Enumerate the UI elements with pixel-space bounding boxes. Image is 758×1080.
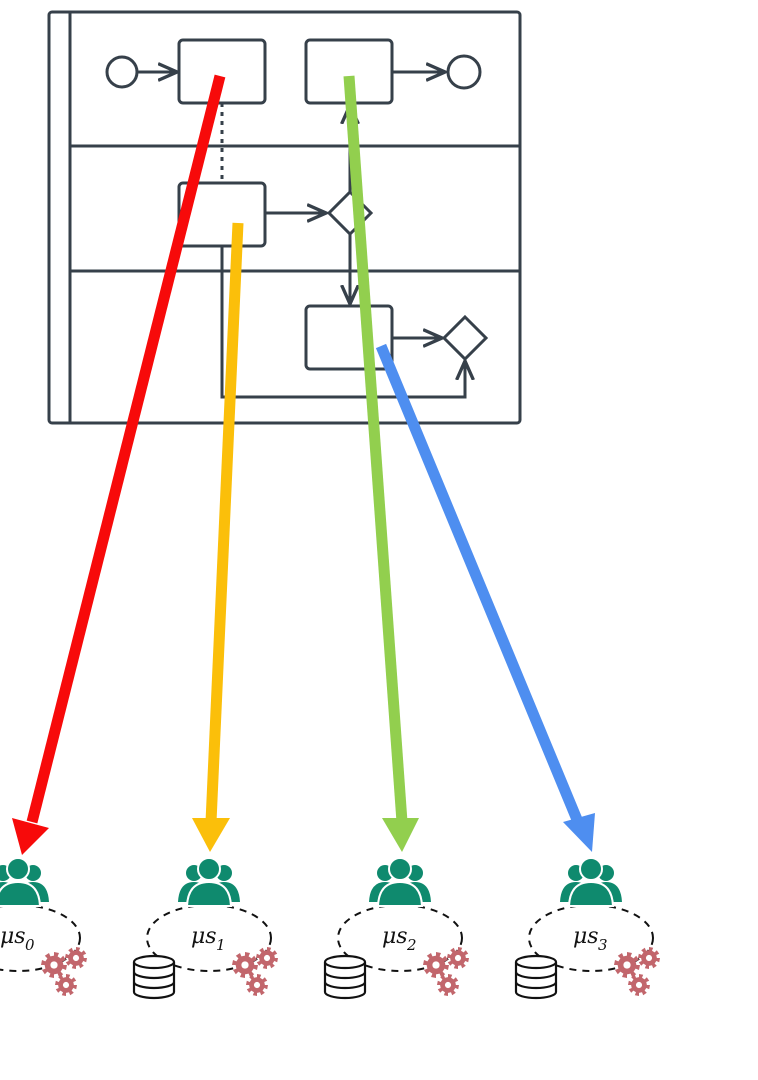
mapping-arrowhead-red [12, 818, 49, 855]
mapping-arrow-yellow [205, 222, 244, 823]
end-event-icon [446, 54, 482, 90]
gears-icon [614, 947, 660, 996]
microservice-label: μs [382, 924, 408, 949]
service-boundary-ring [337, 904, 463, 972]
pool-border [47, 10, 522, 425]
microservice-label: μs [0, 924, 26, 949]
database-icon [323, 954, 367, 1000]
start-event-icon [105, 55, 139, 89]
service-boundary-ring [528, 904, 654, 972]
activity-bottom [304, 304, 394, 371]
activity-top-left [177, 38, 267, 105]
team-icon [560, 857, 622, 907]
mapping-arrowhead-yellow [192, 818, 230, 852]
mapping-arrowhead-green [382, 818, 419, 852]
team-icon [178, 857, 240, 907]
mapping-arrow-blue [375, 343, 584, 825]
service-boundary-ring [146, 904, 272, 972]
microservice-label: μs [573, 924, 599, 949]
sequence-flow-loop [220, 246, 465, 399]
microservice-label-subscript: 1 [216, 936, 226, 954]
mapping-arrow-red [26, 74, 226, 824]
process-model [47, 10, 522, 425]
gears-icon [232, 947, 278, 996]
database-icon [514, 954, 558, 1000]
gears-icon [423, 947, 469, 996]
mapping-arrows [12, 74, 595, 855]
microservice-label-subscript: 0 [25, 936, 35, 954]
microservice-label-subscript: 2 [406, 936, 417, 954]
database-icon [132, 954, 176, 1000]
mapping-arrowhead-blue [563, 813, 595, 852]
service-boundary-ring [0, 904, 81, 972]
gateway-bottom-icon [441, 314, 489, 362]
microservice-label: μs [191, 924, 217, 949]
team-icon [369, 857, 431, 907]
mapping-arrow-green [343, 75, 408, 823]
microservice-label-subscript: 3 [598, 936, 608, 954]
team-icon [0, 857, 49, 907]
gears-icon [41, 947, 87, 996]
